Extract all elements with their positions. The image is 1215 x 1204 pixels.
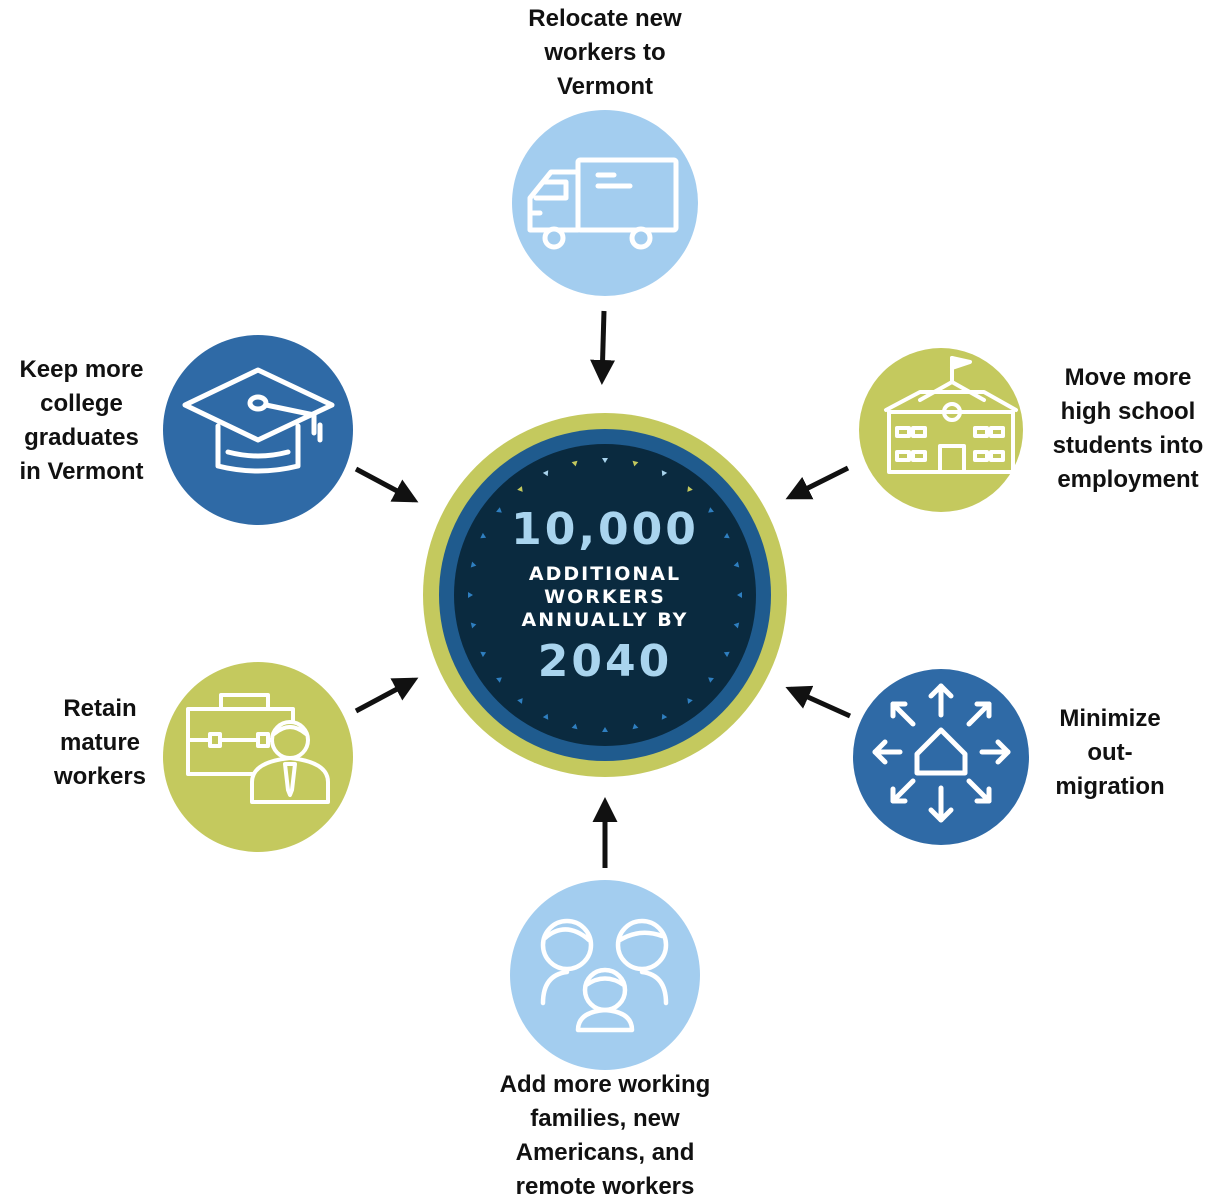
arrow-high-school [785,465,850,500]
graduates-circle [163,335,353,525]
center-goal: 10,000 ADDITIONAL WORKERS ANNUALLY BY 20… [423,413,787,777]
families-circle [510,880,700,1070]
decorative-tick [733,622,740,629]
decorative-tick [708,677,714,683]
decorative-tick [687,486,693,492]
center-year: 2040 [538,636,672,687]
arrow-out-migration [785,685,852,719]
graduation-cap-icon [182,367,335,474]
decorative-tick [496,507,502,513]
briefcase-worker-icon [186,693,330,804]
relocate-circle [512,110,698,296]
center-line-2: WORKERS [544,586,666,608]
graduates-label: Keep more college graduates in Vermont [19,356,144,485]
decorative-tick [470,561,477,568]
decorative-tick [470,622,477,629]
out-migration-label: Minimize out- migration [1055,705,1165,800]
decorative-tick [661,713,668,720]
center-decorative-ticks [468,458,742,732]
decorative-tick [733,561,740,568]
family-icon [540,918,669,1033]
high-school-label: Move more high school students into empl… [1052,364,1204,493]
decorative-tick [542,470,549,477]
arrow-mature [354,677,419,714]
decorative-tick [517,486,523,492]
center-core [454,444,756,746]
decorative-tick [602,727,608,732]
center-line-3: ANNUALLY BY [522,609,689,631]
relocate-label: Relocate new workers to Vermont [528,5,682,100]
families-label: Add more working families, new Americans… [499,1071,711,1200]
school-building-icon [884,356,1018,474]
mature-label: Retain mature workers [53,695,147,790]
decorative-tick [602,458,608,463]
decorative-tick [517,698,523,704]
decorative-tick [632,460,639,467]
center-line-1: ADDITIONAL [529,563,681,585]
decorative-tick [571,460,578,467]
decorative-tick [723,532,730,539]
decorative-tick [737,592,742,598]
decorative-tick [480,532,487,539]
arrow-graduates [354,466,419,503]
decorative-tick [708,507,714,513]
decorative-tick [468,592,473,598]
arrow-relocate [590,310,616,385]
decorative-tick [480,651,487,658]
truck-icon [527,157,679,250]
decorative-tick [632,723,639,730]
decorative-tick [687,698,693,704]
center-number: 10,000 [511,504,699,555]
decorative-tick [723,651,730,658]
decorative-tick [661,470,668,477]
house-arrows-icon [872,683,1011,823]
mature-circle [163,662,353,852]
decorative-tick [496,677,502,683]
decorative-tick [542,713,549,720]
decorative-tick [571,723,578,730]
